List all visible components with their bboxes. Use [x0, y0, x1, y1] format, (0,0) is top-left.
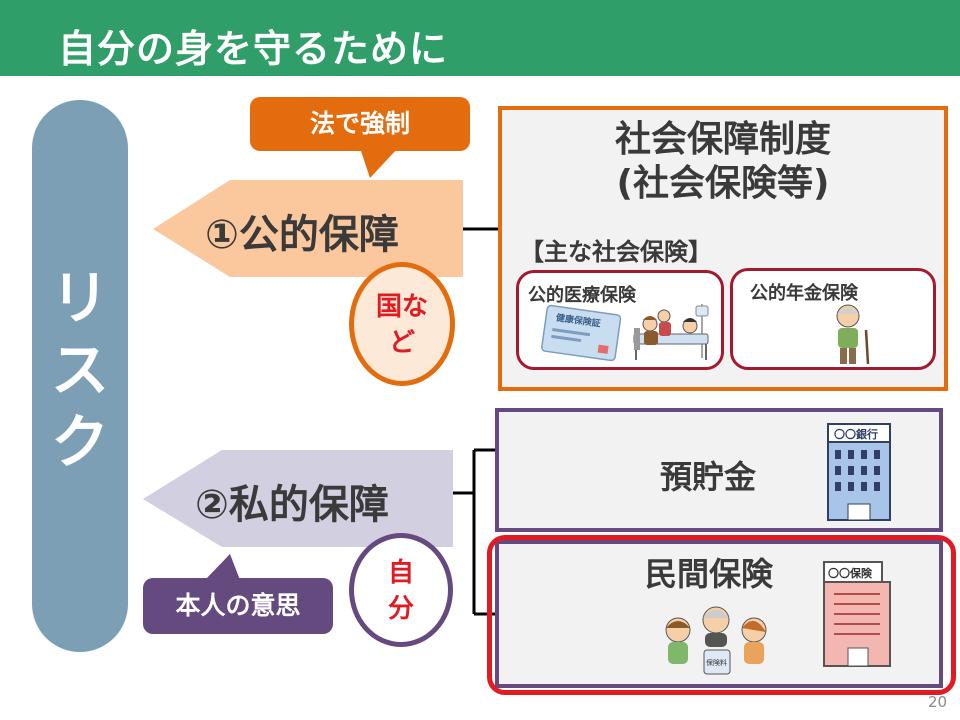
insurance-company-building-icon: 〇〇保険 — [823, 561, 891, 667]
public-arrow — [153, 180, 463, 277]
bank-sign-text: 〇〇銀行 — [834, 427, 878, 441]
public-bubble-tail — [360, 148, 398, 178]
savings-label: 預貯金 — [660, 458, 757, 496]
page-number: 20 — [928, 693, 948, 711]
private-insurance-highlight — [487, 535, 956, 695]
pension-insurance-label: 公的年金保険 — [750, 283, 858, 304]
social-security-title-line1: 社会保障制度 — [614, 119, 831, 160]
social-security-title: 社会保障制度 (社会保険等) — [498, 118, 948, 206]
public-bubble: 法で強制 — [250, 97, 470, 151]
bank-building-icon: 〇〇銀行 — [827, 423, 891, 521]
insurance-company-sign-text: 〇〇保険 — [828, 566, 873, 580]
private-bubble: 本人の意思 — [143, 578, 333, 634]
title-bar — [0, 0, 960, 76]
page-title: 自分の身を守るために — [58, 27, 449, 71]
hospital-bed-illustration — [633, 304, 709, 360]
family-paying-premium-illustration: 保険料 — [665, 606, 767, 675]
social-insurance-subheading: 【主な社会保険】 — [520, 238, 712, 266]
risk-label: リスク — [32, 262, 128, 478]
premium-box-text: 保険料 — [706, 658, 727, 667]
public-badge: 国など — [349, 262, 455, 386]
health-card-illustration: 健康保険証 — [541, 304, 622, 362]
elderly-man-illustration — [836, 304, 870, 365]
private-insurance-label: 民間保険 — [645, 555, 774, 593]
private-badge: 自分 — [349, 533, 453, 647]
public-arrow-label: ①公的保障 — [205, 212, 399, 258]
risk-label-text: リスク — [50, 264, 109, 476]
social-security-title-line2: (社会保険等) — [616, 163, 830, 204]
risk-pill — [32, 100, 128, 652]
private-bubble-tail — [205, 554, 240, 580]
medical-insurance-label: 公的医療保険 — [528, 285, 636, 306]
pension-insurance-card — [730, 268, 936, 370]
private-arrow-label: ②私的保障 — [195, 482, 389, 528]
public-badge-text: 国など — [375, 292, 428, 358]
private-badge-text: 自分 — [387, 558, 414, 624]
private-arrow — [143, 450, 453, 547]
